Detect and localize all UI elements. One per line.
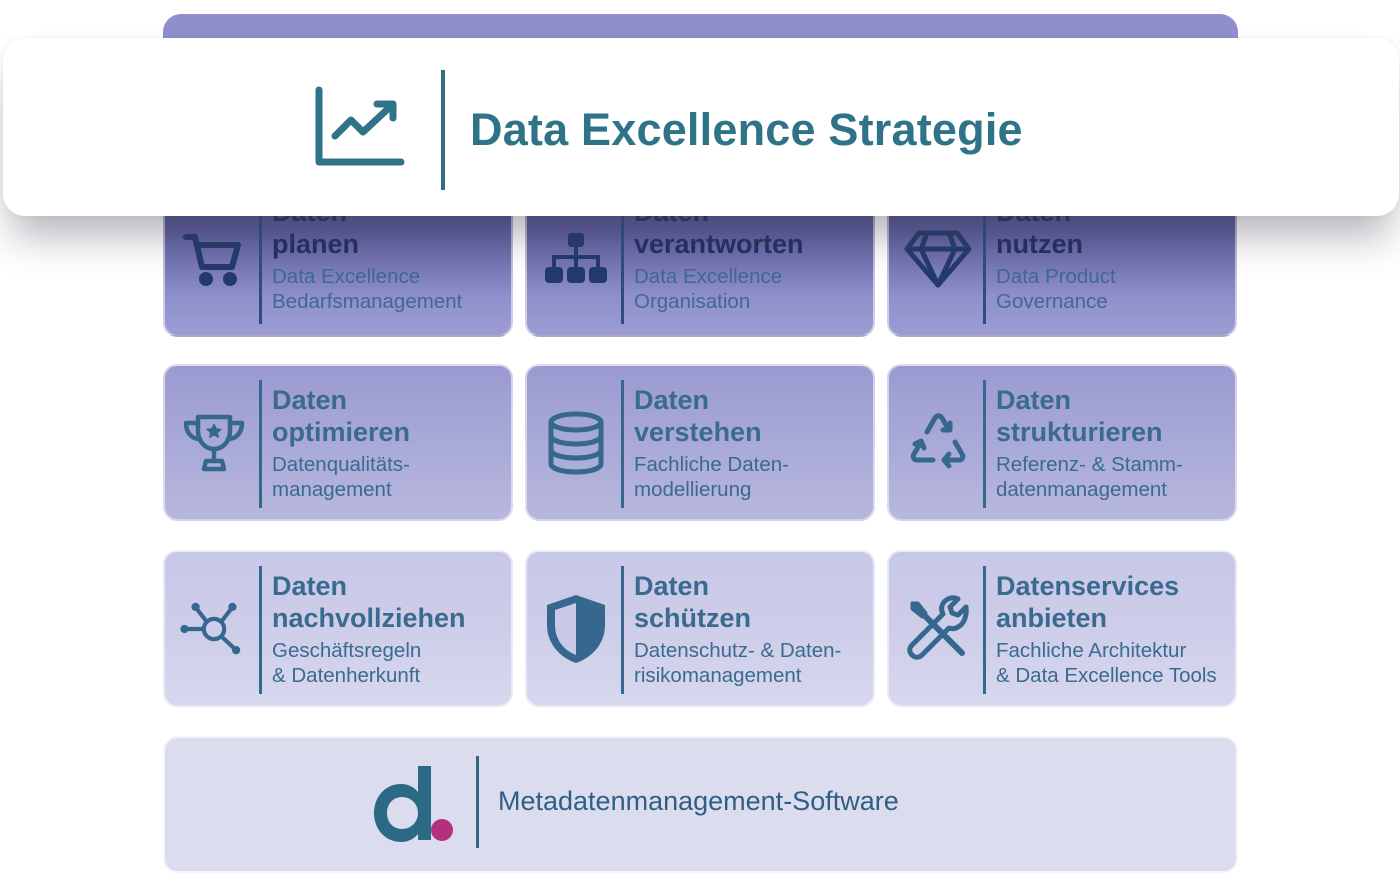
- tile-subtitle: Fachliche Daten-modellierung: [634, 453, 789, 501]
- divider: [476, 756, 479, 848]
- page-title: Data Excellence Strategie: [470, 104, 1023, 155]
- tile-subtitle: Geschäftsregeln& Datenherkunft: [272, 639, 422, 687]
- strategy-header-card: Data Excellence Strategie: [3, 38, 1399, 216]
- divider: [621, 196, 624, 324]
- divider: [983, 380, 986, 508]
- divider: [983, 196, 986, 324]
- recycle-icon: [903, 408, 973, 478]
- divider: [621, 566, 624, 694]
- shopping-cart-icon: [179, 224, 249, 294]
- network-hub-icon: [179, 594, 249, 664]
- metadata-software-label: Metadatenmanagement-Software: [498, 786, 899, 816]
- tile-subtitle: Fachliche Architektur& Data Excellence T…: [996, 639, 1217, 687]
- divider: [441, 70, 445, 190]
- org-chart-icon: [541, 224, 611, 294]
- tools-icon: [903, 594, 973, 664]
- divider: [983, 566, 986, 694]
- diamond-icon: [903, 224, 973, 294]
- metadata-software-bar: Metadatenmanagement-Software: [163, 736, 1238, 873]
- trophy-icon: [179, 408, 249, 478]
- d-dot-logo: [370, 764, 460, 844]
- database-icon: [541, 408, 611, 478]
- tile-subtitle: Datenschutz- & Daten-risikomanagement: [634, 639, 842, 687]
- tile-subtitle: Referenz- & Stamm-datenmanagement: [996, 453, 1183, 501]
- tile-subtitle: Datenqualitäts-management: [272, 453, 410, 501]
- chart-line-up-icon: [313, 86, 408, 168]
- divider: [621, 380, 624, 508]
- shield-icon: [541, 594, 611, 664]
- divider: [259, 380, 262, 508]
- divider: [259, 196, 262, 324]
- divider: [259, 566, 262, 694]
